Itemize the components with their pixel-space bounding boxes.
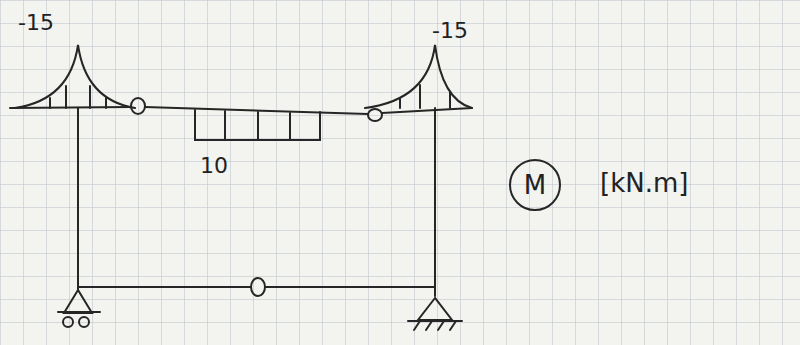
moment-value: [kN.m]	[600, 170, 688, 196]
circled-symbol: M	[508, 158, 562, 212]
moment-value: 10	[200, 155, 228, 177]
symbol-letter: M	[508, 172, 562, 198]
moment-value: -15	[18, 12, 54, 34]
moment-value: -15	[432, 20, 468, 42]
frame-lines	[10, 45, 472, 330]
